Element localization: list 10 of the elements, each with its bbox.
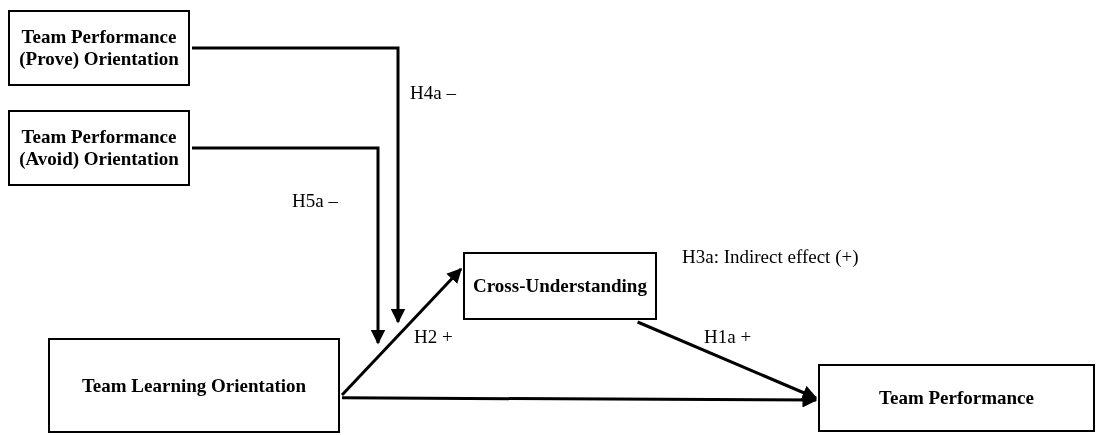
arrow: [340, 267, 463, 397]
arrow: [637, 320, 818, 400]
construct-box: Team Learning Orientation: [48, 338, 340, 433]
arrow: [192, 46, 406, 324]
construct-box: Cross-Understanding: [463, 252, 657, 320]
note-text: H3a: Indirect effect (+): [680, 246, 861, 268]
construct-box: Team Performance (Avoid) Orientation: [8, 110, 190, 186]
arrow: [192, 146, 386, 345]
construct-box: Team Performance: [818, 364, 1095, 432]
construct-box: Team Performance (Prove) Orientation: [8, 10, 190, 86]
